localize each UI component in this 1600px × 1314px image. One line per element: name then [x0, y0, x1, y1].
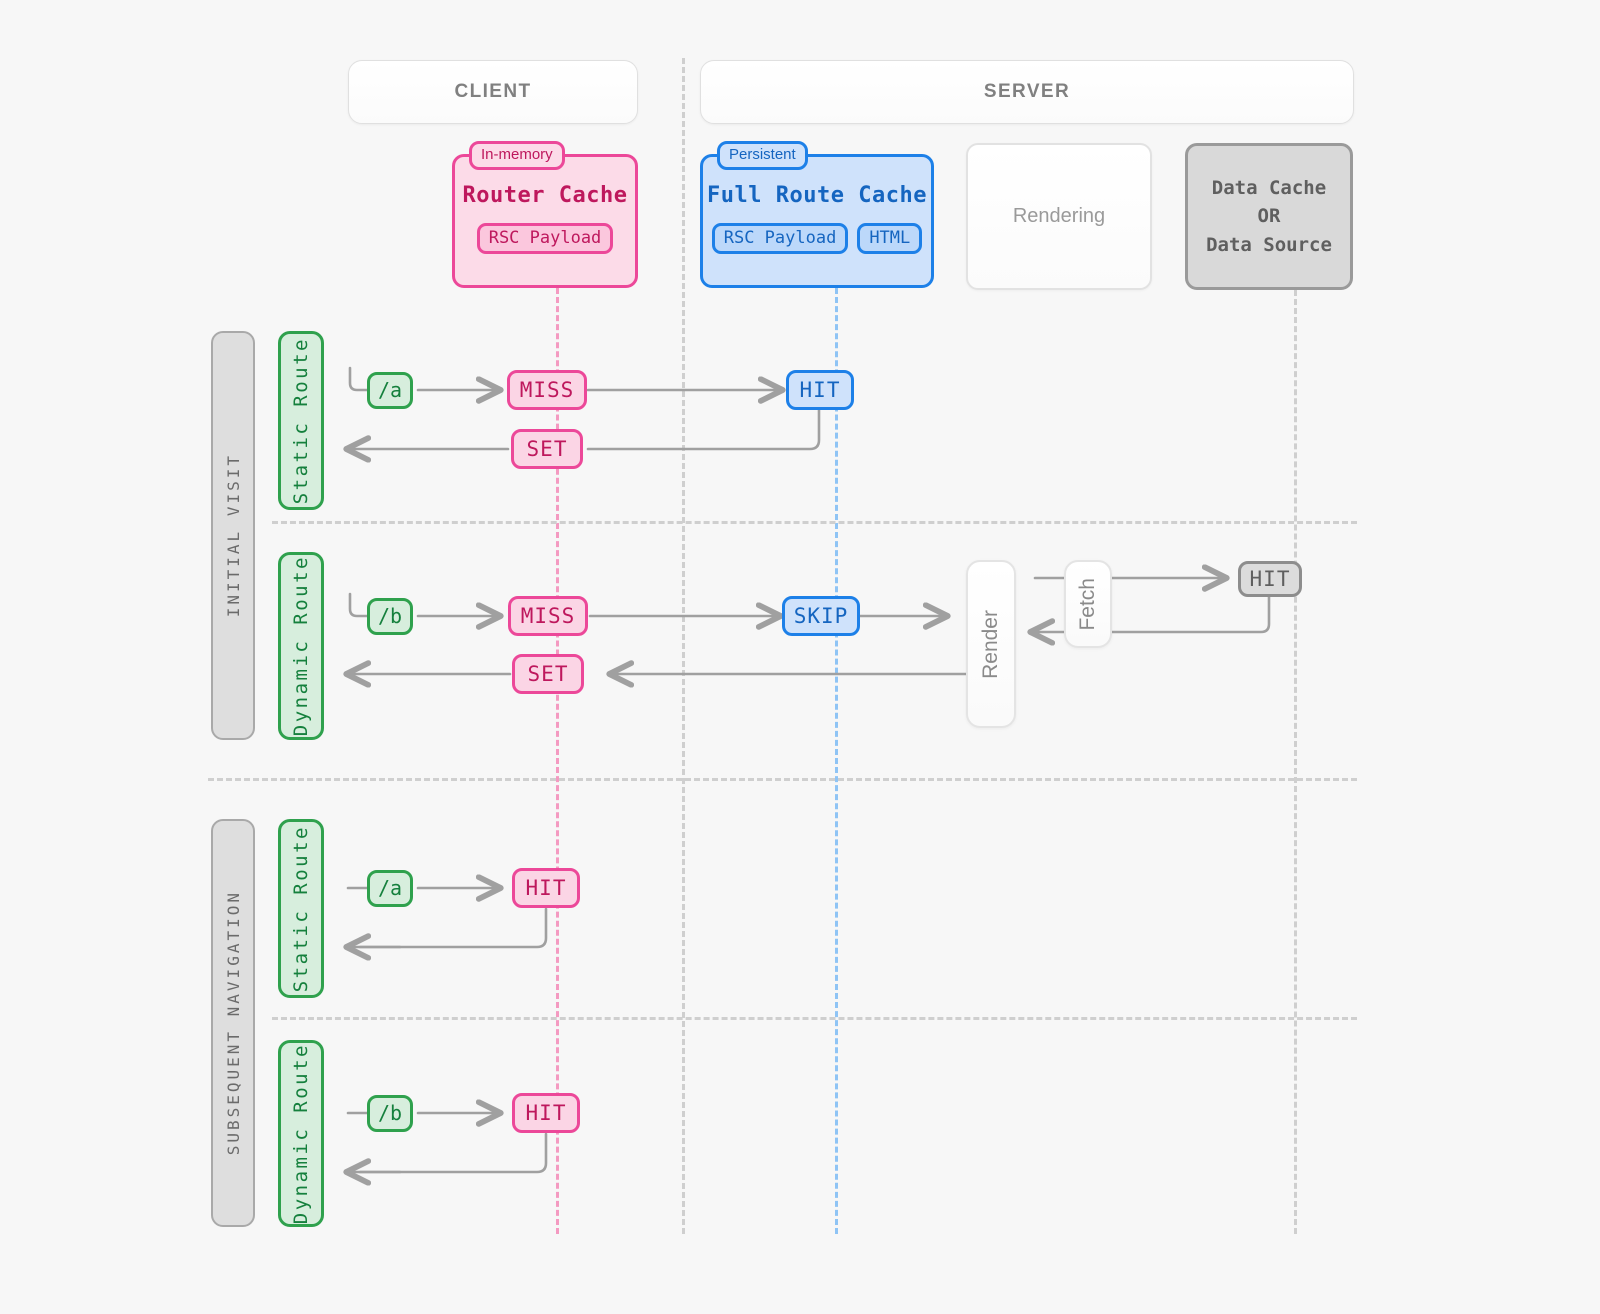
- data-cache-line-2: OR: [1257, 205, 1281, 228]
- lane-header-server-label: SERVER: [983, 81, 1071, 102]
- route-rail-subsequent-static: Static Route: [278, 819, 324, 998]
- status-pill-initial-static-router-cache-set[interactable]: SET: [511, 429, 583, 469]
- status-pill-subsequent-dynamic-router-cache[interactable]: HIT: [512, 1093, 580, 1133]
- status-pill-initial-dynamic-data-cache[interactable]: HIT: [1238, 561, 1302, 597]
- router-cache-box: In-memory Router Cache RSC Payload: [452, 141, 638, 288]
- route-pill-initial-dynamic-label: /b: [378, 604, 403, 628]
- full-route-cache-box: Persistent Full Route Cache RSC Payload …: [700, 141, 934, 288]
- status-pill-subsequent-dynamic-router-cache-label: HIT: [525, 1100, 567, 1125]
- route-rail-initial-static-label: Static Route: [290, 336, 312, 505]
- row-separator-initial: [272, 521, 1357, 524]
- status-pill-initial-dynamic-router-cache-label: MISS: [520, 603, 576, 628]
- status-pill-initial-static-router-cache[interactable]: MISS: [507, 370, 587, 410]
- status-pill-initial-static-full-route-cache[interactable]: HIT: [786, 370, 854, 410]
- fetch-process-box: Fetch: [1064, 560, 1112, 648]
- route-rail-subsequent-dynamic: Dynamic Route: [278, 1040, 324, 1227]
- section-rail-initial-visit: INITIAL VISIT: [211, 331, 255, 740]
- lifeline-data-cache: [1294, 290, 1297, 1234]
- lifeline-client-server-divider: [682, 58, 685, 1234]
- router-cache-tag: In-memory: [469, 141, 565, 170]
- section-rail-initial-visit-label: INITIAL VISIT: [223, 453, 243, 618]
- data-cache-line-1: Data Cache: [1211, 177, 1327, 200]
- status-pill-subsequent-static-router-cache[interactable]: HIT: [512, 868, 580, 908]
- data-cache-box: Data Cache OR Data Source: [1185, 143, 1353, 290]
- full-route-cache-tag: Persistent: [717, 141, 808, 170]
- status-pill-initial-dynamic-router-cache[interactable]: MISS: [508, 596, 588, 636]
- status-pill-initial-static-router-cache-set-label: SET: [526, 436, 568, 461]
- lane-header-client: CLIENT: [348, 60, 638, 124]
- route-pill-subsequent-static-label: /a: [378, 876, 403, 900]
- lifeline-full-route-cache: [835, 288, 838, 1234]
- route-rail-subsequent-dynamic-label: Dynamic Route: [290, 1042, 312, 1225]
- render-process-box: Render: [966, 560, 1016, 728]
- status-pill-initial-static-router-cache-label: MISS: [519, 377, 575, 402]
- lifeline-router-cache: [556, 288, 559, 1234]
- status-pill-initial-static-full-route-cache-label: HIT: [799, 377, 841, 402]
- data-cache-line-3: Data Source: [1206, 233, 1332, 256]
- route-pill-initial-dynamic[interactable]: /b: [367, 598, 414, 635]
- route-rail-subsequent-static-label: Static Route: [290, 824, 312, 993]
- status-pill-initial-dynamic-full-route-cache-label: SKIP: [793, 603, 849, 628]
- full-route-cache-title: Full Route Cache: [707, 183, 927, 208]
- lane-header-client-label: CLIENT: [454, 81, 532, 102]
- route-pill-subsequent-static[interactable]: /a: [367, 870, 414, 907]
- fetch-process-label: Fetch: [1076, 577, 1099, 631]
- rendering-label: Rendering: [1012, 205, 1106, 227]
- route-rail-initial-static: Static Route: [278, 331, 324, 510]
- status-pill-subsequent-static-router-cache-label: HIT: [525, 875, 567, 900]
- status-pill-initial-dynamic-router-cache-set[interactable]: SET: [512, 654, 584, 694]
- full-route-cache-chip-rsc-payload: RSC Payload: [711, 223, 849, 254]
- section-rail-subsequent-navigation: SUBSEQUENT NAVIGATION: [211, 819, 255, 1227]
- section-separator: [208, 778, 1357, 781]
- router-cache-title: Router Cache: [462, 183, 628, 208]
- rendering-box: Rendering: [966, 143, 1152, 290]
- route-pill-subsequent-dynamic-label: /b: [378, 1101, 403, 1125]
- status-pill-initial-dynamic-data-cache-label: HIT: [1249, 566, 1291, 591]
- status-pill-initial-dynamic-full-route-cache[interactable]: SKIP: [782, 596, 860, 636]
- route-pill-initial-static[interactable]: /a: [367, 372, 414, 409]
- route-rail-initial-dynamic-label: Dynamic Route: [290, 555, 312, 737]
- section-rail-subsequent-navigation-label: SUBSEQUENT NAVIGATION: [223, 890, 243, 1156]
- route-pill-subsequent-dynamic[interactable]: /b: [367, 1095, 414, 1132]
- lane-header-server: SERVER: [700, 60, 1354, 124]
- router-cache-chip-rsc-payload: RSC Payload: [476, 223, 614, 254]
- route-rail-initial-dynamic: Dynamic Route: [278, 552, 324, 740]
- render-process-label: Render: [979, 609, 1002, 679]
- row-separator-subsequent: [272, 1017, 1357, 1020]
- status-pill-initial-dynamic-router-cache-set-label: SET: [527, 661, 569, 686]
- full-route-cache-chip-html: HTML: [857, 223, 923, 254]
- route-pill-initial-static-label: /a: [378, 378, 403, 402]
